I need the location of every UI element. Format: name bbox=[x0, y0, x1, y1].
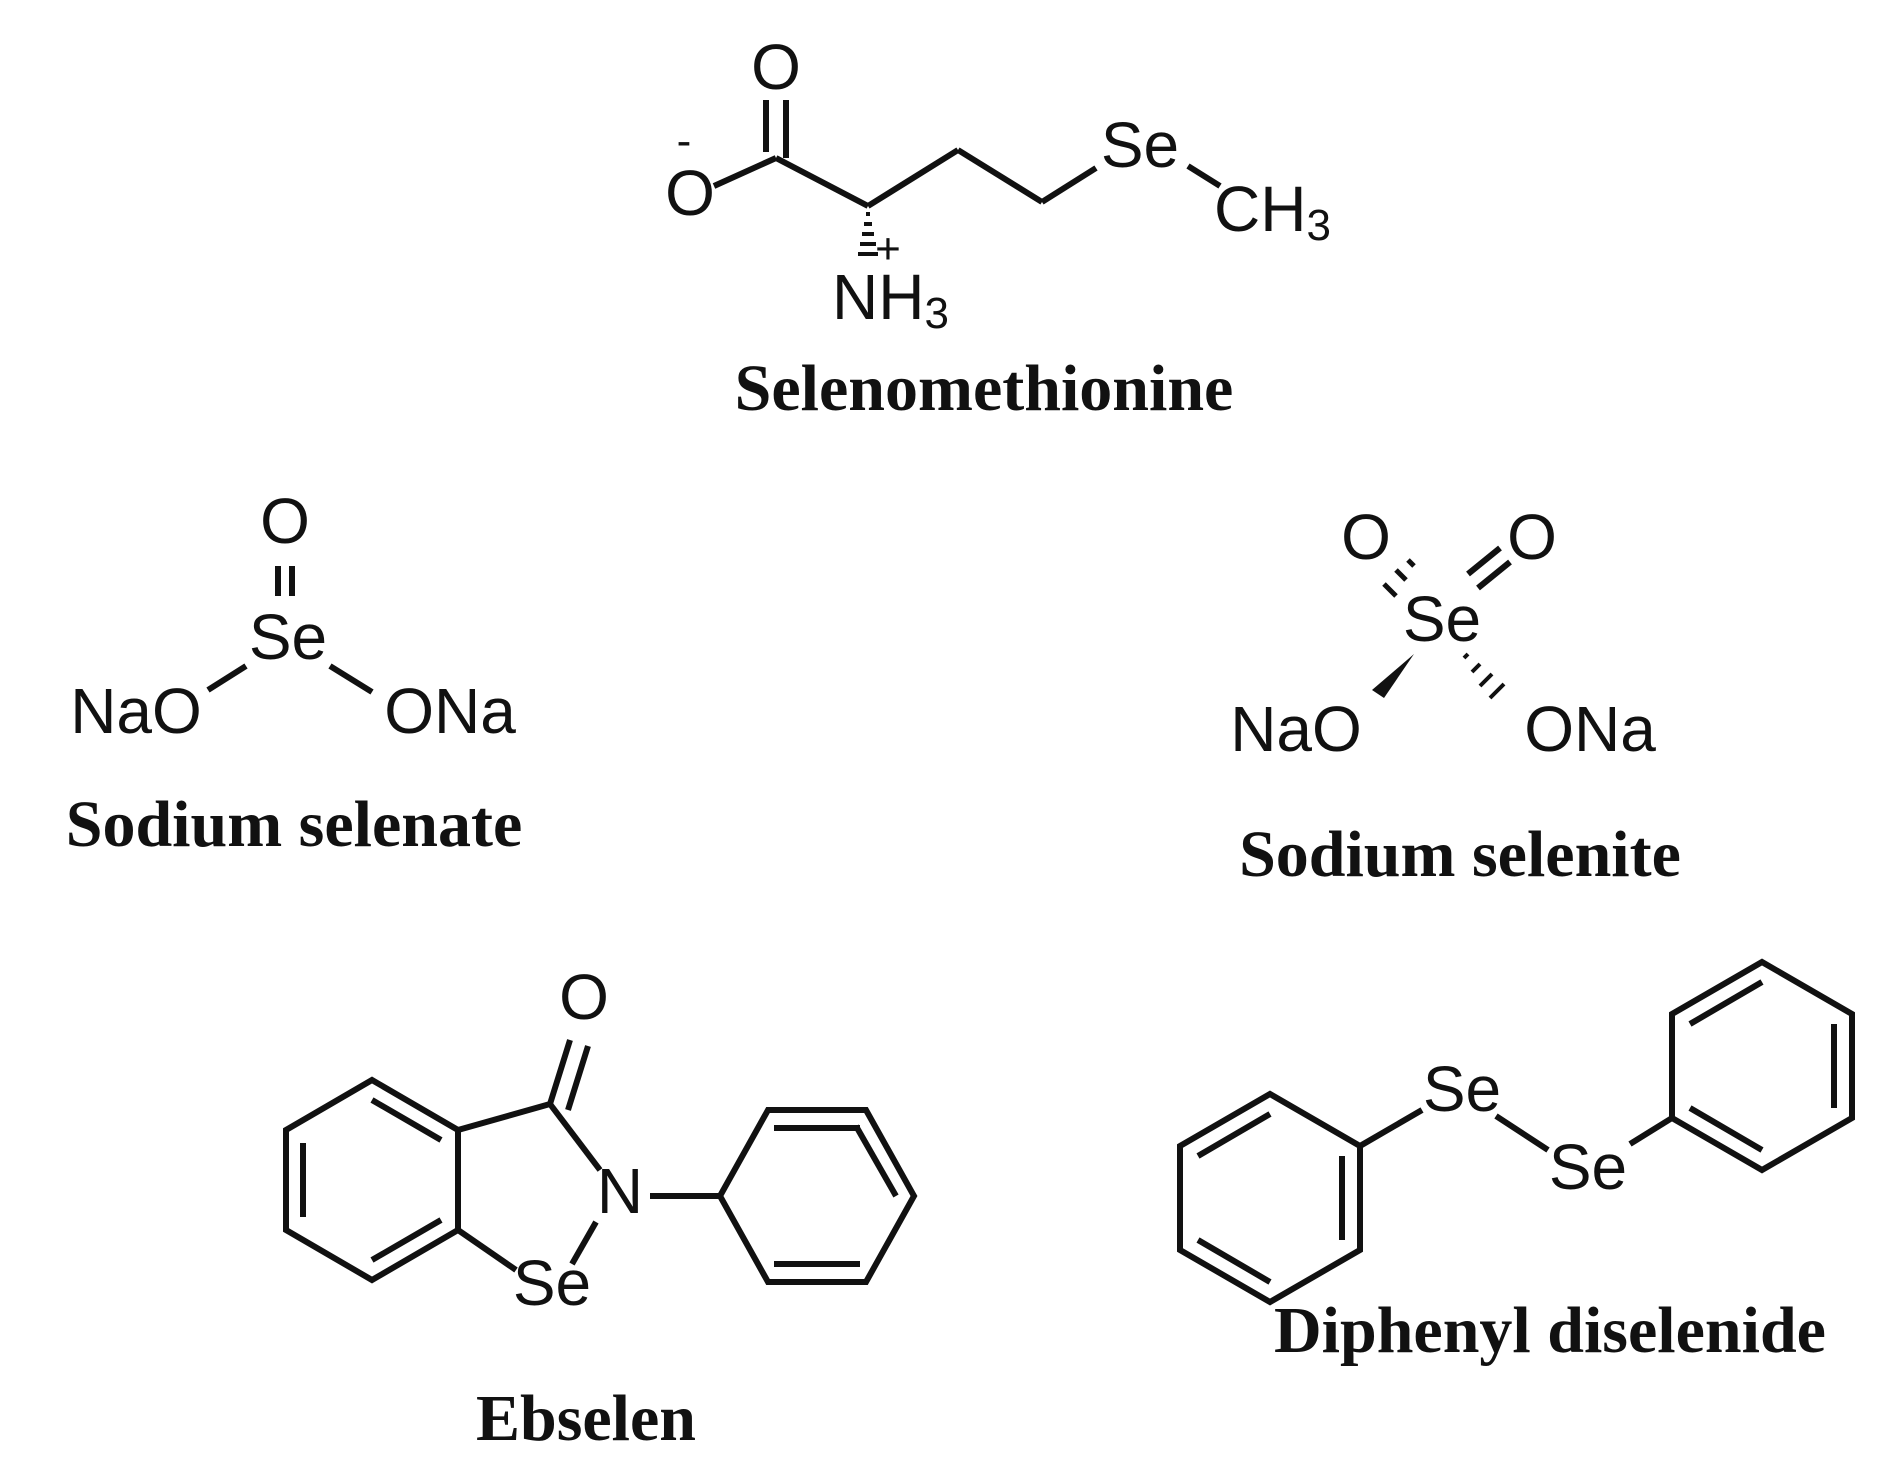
bond bbox=[1406, 558, 1416, 568]
sodium-selenate-structure: O Se NaO ONa Sodium selenate bbox=[66, 485, 523, 861]
bond bbox=[1358, 1107, 1424, 1149]
positive-charge: + bbox=[875, 225, 901, 274]
methyl-label: CH3 bbox=[1214, 173, 1331, 250]
bond bbox=[1186, 163, 1222, 189]
phenyl-ring bbox=[1177, 1090, 1363, 1306]
negative-charge: - bbox=[677, 117, 692, 166]
atom-label: O bbox=[665, 157, 715, 229]
atom-label: O bbox=[1507, 501, 1557, 573]
bond bbox=[1382, 582, 1398, 598]
atom-label: Se bbox=[1549, 1131, 1627, 1203]
bond bbox=[547, 1102, 603, 1172]
compound-name: Ebselen bbox=[476, 1382, 696, 1455]
phenyl-ring bbox=[1669, 958, 1855, 1174]
atom-label: Se bbox=[1403, 583, 1481, 655]
bond bbox=[866, 147, 960, 209]
bond bbox=[370, 1097, 443, 1143]
bond bbox=[1494, 1113, 1550, 1153]
bond bbox=[1196, 1237, 1272, 1285]
compound-name: Diphenyl diselenide bbox=[1274, 1294, 1826, 1367]
atom-label: N bbox=[597, 1155, 643, 1227]
atom-label: ONa bbox=[1524, 693, 1656, 765]
atom-label: O bbox=[260, 485, 310, 557]
compound-name: Selenomethionine bbox=[735, 352, 1234, 425]
hashed-wedge-bond bbox=[1462, 652, 1506, 700]
atom-label: ONa bbox=[384, 675, 516, 747]
atom-label: Se bbox=[1423, 1053, 1501, 1125]
atom-label: NaO bbox=[1230, 693, 1362, 765]
bond bbox=[1688, 979, 1764, 1027]
selenomethionine-structure: O O - + NH3 Se CH3 Selenomethionine bbox=[665, 31, 1331, 425]
amine-label: NH3 bbox=[832, 261, 949, 338]
atom-label: Se bbox=[513, 1247, 591, 1319]
bond bbox=[1476, 559, 1512, 591]
atom-label: O bbox=[559, 961, 609, 1033]
compound-name: Sodium selenite bbox=[1239, 818, 1681, 891]
bond bbox=[1688, 1105, 1764, 1153]
bond bbox=[565, 1045, 591, 1111]
benzo-ring bbox=[283, 1076, 461, 1284]
atom-label: Se bbox=[249, 601, 327, 673]
atom-label: Se bbox=[1101, 109, 1179, 181]
bond bbox=[456, 1227, 518, 1273]
bond bbox=[774, 155, 870, 209]
bond bbox=[547, 1039, 573, 1105]
atom-label: O bbox=[1341, 501, 1391, 573]
hashed-wedge-bond bbox=[858, 212, 878, 256]
bond bbox=[1040, 165, 1098, 205]
compound-name: Sodium selenate bbox=[66, 788, 523, 861]
bond bbox=[206, 663, 248, 693]
bond bbox=[569, 1220, 599, 1266]
ebselen-structure: O N Se Ebselen bbox=[283, 961, 918, 1455]
bond bbox=[1394, 568, 1408, 582]
bond bbox=[1466, 545, 1502, 577]
sodium-selenite-structure: O O Se NaO ONa Sodium selenite bbox=[1230, 501, 1681, 891]
bond bbox=[712, 155, 778, 189]
bond bbox=[457, 1101, 551, 1133]
atom-label: O bbox=[751, 31, 801, 103]
bond bbox=[370, 1217, 443, 1263]
diphenyl-diselenide-structure: Se Se Diphenyl diselenide bbox=[1177, 958, 1855, 1367]
phenyl-ring bbox=[716, 1107, 918, 1285]
bond bbox=[1196, 1111, 1272, 1159]
atom-label: NaO bbox=[70, 675, 202, 747]
bond bbox=[1628, 1115, 1674, 1147]
bond bbox=[853, 1124, 899, 1198]
bond bbox=[956, 147, 1044, 205]
wedge-bond bbox=[1372, 654, 1414, 698]
bond bbox=[328, 663, 374, 695]
